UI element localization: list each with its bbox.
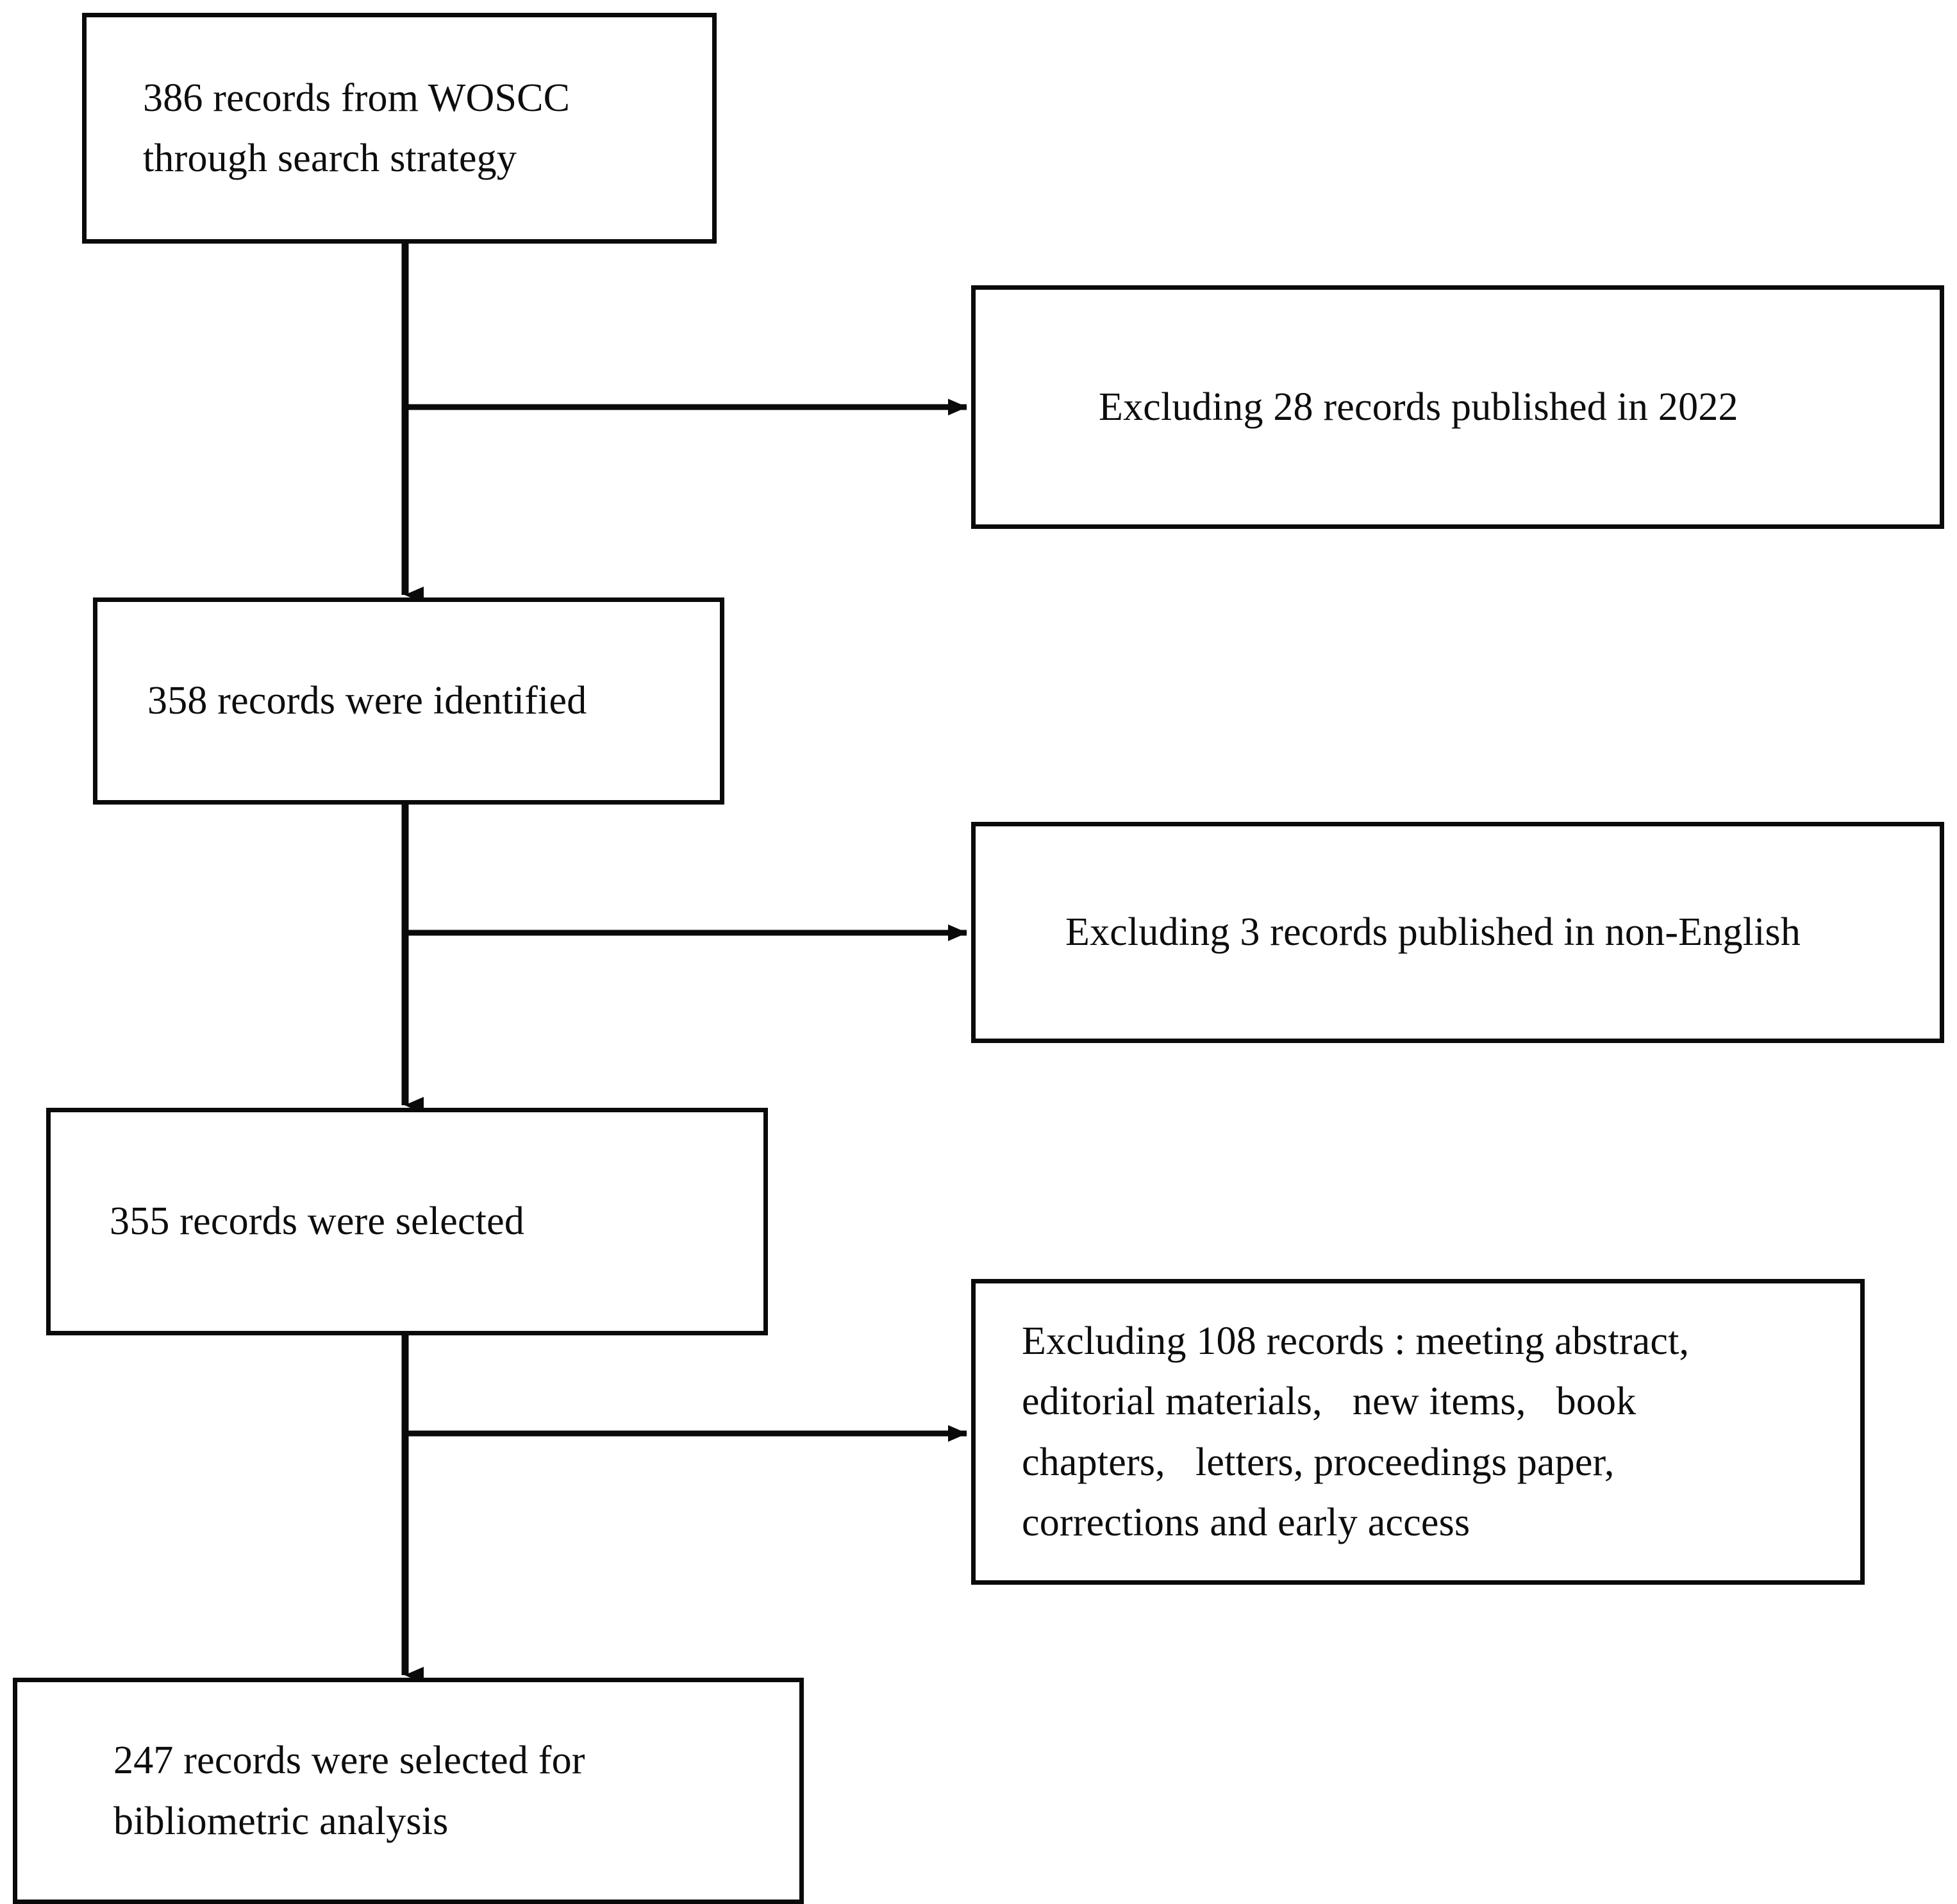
exclusion-year-line-1: Excluding 28 records published in 2022: [1099, 385, 1738, 429]
source-records-line-1: 386 records from WOSCC: [143, 76, 570, 120]
exclusion-year-box[interactable]: Excluding 28 records published in 2022: [971, 285, 1944, 529]
selected-records-line-1: 355 records were selected: [110, 1199, 525, 1244]
exclusion-language-line-1: Excluding 3 records published in non-Eng…: [1065, 910, 1801, 955]
exclusion-doctype-line-4: corrections and early access: [1022, 1500, 1470, 1544]
final-records-line-2: bibliometric analysis: [113, 1799, 449, 1843]
identified-records-line-1: 358 records were identified: [147, 679, 587, 723]
exclusion-doctype-line-2: editorial materials, new items, book: [1022, 1380, 1636, 1424]
identified-records-box[interactable]: 358 records were identified: [93, 597, 724, 805]
exclusion-doctype-box[interactable]: Excluding 108 records : meeting abstract…: [971, 1279, 1865, 1585]
exclusion-doctype-line-1: Excluding 108 records : meeting abstract…: [1022, 1319, 1690, 1364]
final-records-line-1: 247 records were selected for: [113, 1739, 585, 1783]
selected-records-box[interactable]: 355 records were selected: [46, 1108, 768, 1335]
exclusion-language-box[interactable]: Excluding 3 records published in non-Eng…: [971, 822, 1944, 1043]
exclusion-doctype-line-3: chapters, letters, proceedings paper,: [1022, 1440, 1615, 1484]
final-records-box[interactable]: 247 records were selected for bibliometr…: [13, 1678, 804, 1904]
source-records-line-2: through search strategy: [143, 137, 517, 180]
source-records-box[interactable]: 386 records from WOSCC through search st…: [82, 13, 717, 244]
